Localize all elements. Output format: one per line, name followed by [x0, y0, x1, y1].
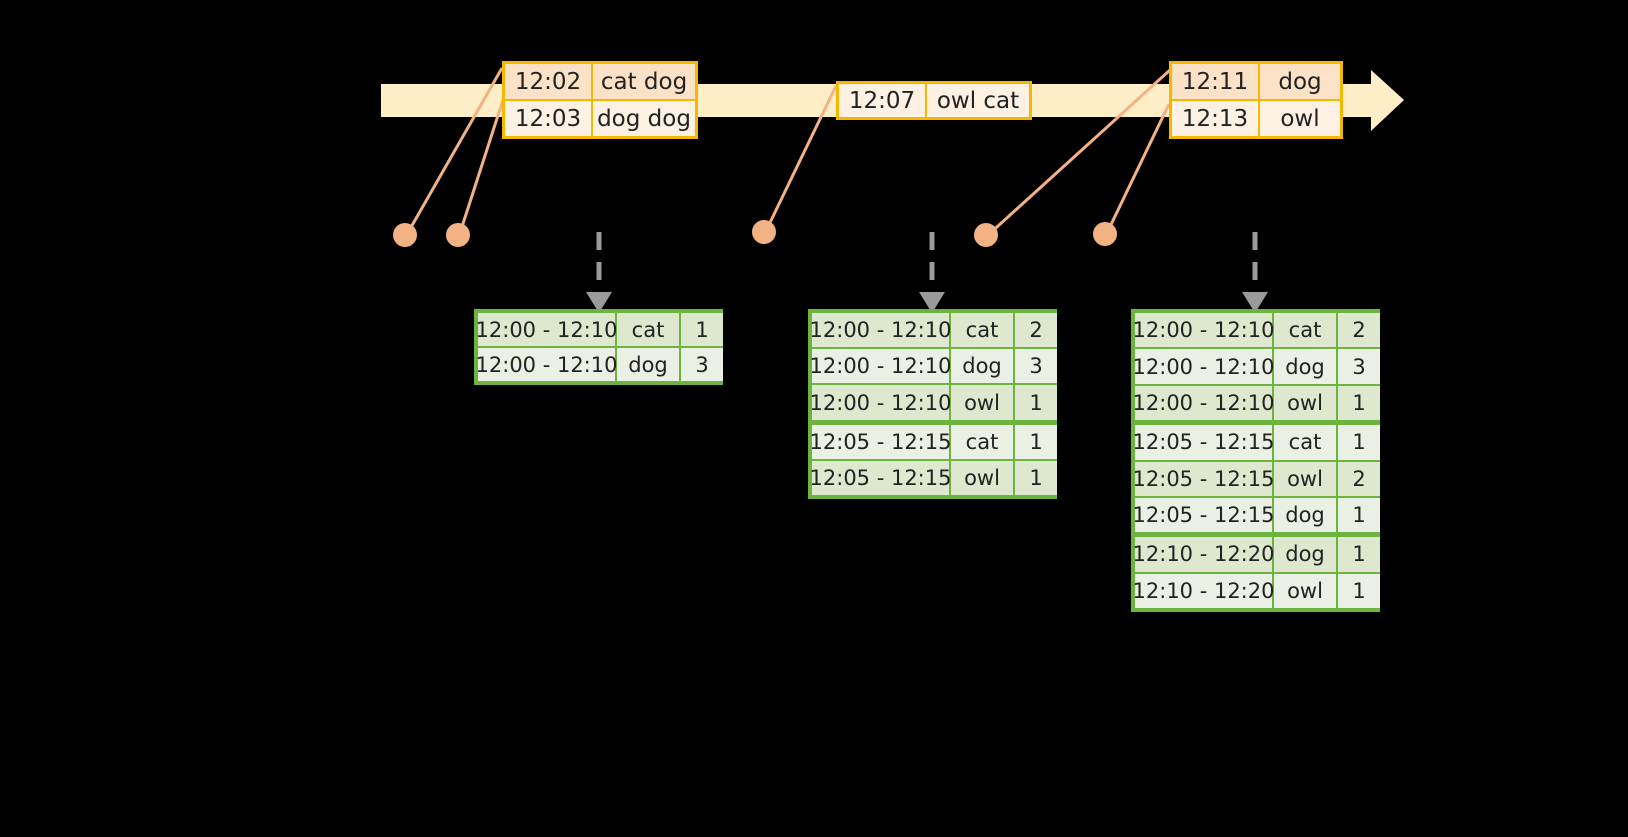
event-row: 12:07 owl cat — [839, 84, 1029, 117]
cell-window: 12:00 - 12:10 — [476, 313, 617, 346]
cell-count: 1 — [1338, 385, 1380, 421]
table-row: 12:05 - 12:15 owl 1 — [810, 460, 1057, 496]
cell-count: 1 — [1015, 460, 1057, 496]
cell-window: 12:00 - 12:10 — [810, 385, 951, 420]
result-table-1[interactable]: 12:00 - 12:10 cat 1 12:00 - 12:10 dog 3 — [474, 309, 723, 385]
connector-dot-5 — [1093, 222, 1117, 246]
cell-count: 1 — [1015, 424, 1057, 459]
cell-window: 12:00 - 12:10 — [1133, 313, 1274, 348]
cell-key: dog — [1274, 497, 1336, 533]
event-row: 12:02 cat dog — [505, 64, 695, 99]
cell-count: 2 — [1015, 313, 1057, 348]
cell-count: 1 — [681, 313, 723, 346]
cell-window: 12:00 - 12:10 — [476, 348, 617, 381]
cell-key: cat — [1274, 313, 1336, 348]
event-box-2[interactable]: 12:07 owl cat — [836, 81, 1032, 120]
connector-dot-1 — [393, 223, 417, 247]
cell-window: 12:05 - 12:15 — [1133, 425, 1274, 460]
table-row: 12:05 - 12:15 cat 1 — [1133, 425, 1380, 460]
table-row: 12:00 - 12:10 dog 3 — [1133, 349, 1380, 384]
table-row: 12:00 - 12:10 cat 2 — [1133, 313, 1380, 348]
table-row: 12:10 - 12:20 owl 1 — [1133, 573, 1380, 608]
event-row: 12:11 dog — [1172, 64, 1340, 99]
event-row: 12:13 owl — [1172, 99, 1340, 136]
table-row: 12:00 - 12:10 dog 3 — [810, 349, 1057, 384]
cell-window: 12:10 - 12:20 — [1133, 537, 1274, 572]
table-row: 12:00 - 12:10 owl 1 — [810, 385, 1057, 420]
cell-count: 1 — [1338, 573, 1380, 608]
event-time: 12:07 — [839, 84, 927, 117]
cell-window: 12:00 - 12:10 — [1133, 349, 1274, 384]
cell-count: 3 — [681, 348, 723, 381]
cell-key: cat — [951, 313, 1013, 348]
event-payload: owl cat — [927, 84, 1029, 117]
table-row: 12:00 - 12:10 cat 2 — [810, 313, 1057, 348]
table-row: 12:00 - 12:10 dog 3 — [476, 348, 723, 381]
cell-window: 12:05 - 12:15 — [1133, 461, 1274, 496]
cell-window: 12:00 - 12:10 — [1133, 385, 1274, 421]
connector-dot-4 — [974, 223, 998, 247]
cell-key: cat — [951, 424, 1013, 459]
table-row: 12:00 - 12:10 owl 1 — [1133, 385, 1380, 421]
cell-key: dog — [951, 349, 1013, 384]
cell-key: owl — [951, 460, 1013, 496]
connector-line-2 — [457, 99, 505, 237]
cell-window: 12:00 - 12:10 — [810, 313, 951, 348]
cell-key: cat — [617, 313, 679, 346]
table-row: 12:10 - 12:20 dog 1 — [1133, 537, 1380, 572]
event-time: 12:11 — [1172, 64, 1260, 99]
cell-key: dog — [1274, 537, 1336, 572]
cell-window: 12:05 - 12:15 — [810, 424, 951, 459]
cell-key: owl — [1274, 461, 1336, 496]
result-table-3[interactable]: 12:00 - 12:10 cat 2 12:00 - 12:10 dog 3 … — [1131, 309, 1380, 612]
connector-line-5 — [1104, 103, 1171, 236]
cell-count: 2 — [1338, 461, 1380, 496]
connector-dot-2 — [446, 223, 470, 247]
table-row: 12:00 - 12:10 cat 1 — [476, 313, 723, 346]
event-box-1[interactable]: 12:02 cat dog 12:03 dog dog — [502, 61, 698, 139]
cell-key: owl — [1274, 573, 1336, 608]
event-payload: owl — [1260, 101, 1340, 136]
event-time: 12:13 — [1172, 101, 1260, 136]
cell-key: owl — [1274, 385, 1336, 421]
cell-key: cat — [1274, 425, 1336, 460]
connector-dot-3 — [752, 220, 776, 244]
emit-arrow-3 — [1242, 232, 1268, 313]
event-payload: dog — [1260, 64, 1340, 99]
cell-key: dog — [617, 348, 679, 381]
event-row: 12:03 dog dog — [505, 99, 695, 136]
cell-window: 12:00 - 12:10 — [810, 349, 951, 384]
event-payload: cat dog — [593, 64, 695, 99]
event-time: 12:02 — [505, 64, 593, 99]
cell-count: 1 — [1338, 497, 1380, 533]
cell-count: 1 — [1338, 537, 1380, 572]
cell-key: dog — [1274, 349, 1336, 384]
cell-window: 12:05 - 12:15 — [1133, 497, 1274, 533]
emit-arrow-1 — [586, 232, 612, 313]
cell-count: 1 — [1015, 385, 1057, 420]
cell-count: 3 — [1015, 349, 1057, 384]
table-row: 12:05 - 12:15 owl 2 — [1133, 461, 1380, 496]
emit-arrow-2 — [919, 232, 945, 313]
result-table-2[interactable]: 12:00 - 12:10 cat 2 12:00 - 12:10 dog 3 … — [808, 309, 1057, 499]
table-row: 12:05 - 12:15 cat 1 — [810, 424, 1057, 459]
event-payload: dog dog — [593, 101, 695, 136]
cell-key: owl — [951, 385, 1013, 420]
cell-window: 12:05 - 12:15 — [810, 460, 951, 496]
event-box-3[interactable]: 12:11 dog 12:13 owl — [1169, 61, 1343, 139]
cell-count: 2 — [1338, 313, 1380, 348]
table-row: 12:05 - 12:15 dog 1 — [1133, 497, 1380, 533]
cell-window: 12:10 - 12:20 — [1133, 573, 1274, 608]
cell-count: 3 — [1338, 349, 1380, 384]
cell-count: 1 — [1338, 425, 1380, 460]
event-time: 12:03 — [505, 101, 593, 136]
